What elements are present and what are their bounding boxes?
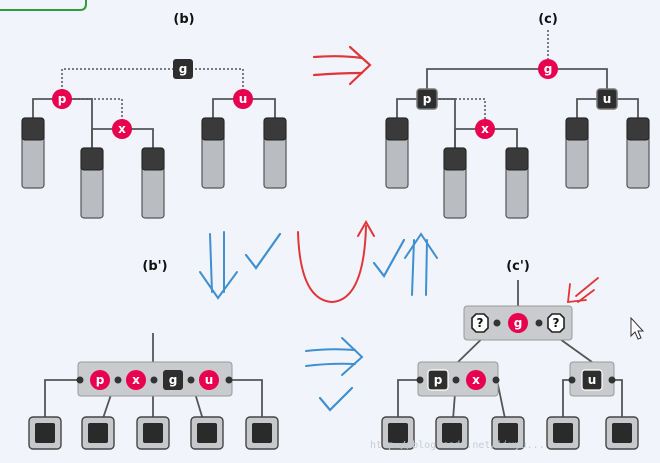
blue-arrow-icon (404, 232, 438, 296)
node-x-label: x (132, 373, 140, 387)
node-p-label: p (423, 92, 432, 106)
node-u-black (596, 88, 618, 110)
node-g-label: g (179, 62, 188, 76)
unknown-node-label: ? (553, 316, 560, 330)
subtree (385, 117, 409, 189)
node-u-black (581, 369, 603, 391)
subtree (21, 117, 45, 189)
leaf-node (136, 416, 170, 450)
node-p-red (52, 89, 72, 109)
corner-frame (0, 0, 87, 11)
node-u-red (233, 89, 253, 109)
node-p-red (90, 370, 110, 390)
node-u-label: u (603, 92, 612, 106)
check-mark-icon (318, 386, 354, 412)
subtree (141, 147, 165, 219)
subtree (626, 117, 650, 189)
red-arrow-icon (312, 45, 372, 86)
node-g-label: g (514, 316, 523, 330)
panel-c-prime: (c') ? g ? p x (381, 259, 639, 450)
node-x-red (475, 119, 495, 139)
check-mark-icon (372, 238, 406, 278)
node-g-red (538, 59, 558, 79)
leaf-node (546, 416, 580, 450)
unknown-node-label: ? (477, 316, 484, 330)
unknown-node-icon (547, 313, 565, 333)
mouse-cursor-icon (630, 316, 645, 340)
subtree (201, 117, 225, 189)
leaf-node (81, 416, 115, 450)
node-x-label: x (472, 373, 480, 387)
leaf-node (190, 416, 224, 450)
label-c-prime: (c') (506, 259, 530, 274)
panel-c: (c) g p u x (385, 12, 650, 219)
subtree (263, 117, 287, 189)
check-mark-icon (244, 232, 282, 270)
node-x-label: x (481, 122, 489, 136)
subtree (505, 147, 529, 219)
node-x-red (126, 370, 146, 390)
subtree (443, 147, 467, 219)
unknown-node-icon (471, 313, 489, 333)
node-u-label: u (588, 373, 597, 387)
subtree (80, 147, 104, 219)
panel-b: (b) g p u x (21, 12, 287, 219)
node-u-label: u (205, 373, 214, 387)
node-g-red (508, 313, 528, 333)
red-arrow-icon (297, 219, 375, 304)
watermark: http://blog.csdn.net/liuyu... (370, 440, 545, 451)
node-x-red (112, 119, 132, 139)
label-b-prime: (b') (142, 259, 167, 274)
node-p-label: p (96, 373, 105, 387)
node-g-label: g (169, 373, 178, 387)
node-g-black (163, 370, 183, 390)
leaf-node (245, 416, 279, 450)
node-u-label: u (239, 92, 248, 106)
node-u-red (199, 370, 219, 390)
blue-arrow-icon (199, 231, 238, 300)
red-arrow-icon (566, 277, 599, 304)
subtree (565, 117, 589, 189)
node-p-label: p (434, 373, 443, 387)
node-g-label: g (544, 62, 553, 76)
node-x-label: x (118, 122, 126, 136)
blue-arrow-icon (305, 337, 364, 376)
node-g-black (173, 59, 193, 79)
panel-b-prime: (b') p x g u (28, 259, 279, 450)
node-p-black (416, 88, 438, 110)
node-p-label: p (58, 92, 67, 106)
node-p-black (427, 369, 449, 391)
node-x-red (466, 370, 486, 390)
leaf-node (605, 416, 639, 450)
label-b: (b) (173, 12, 194, 27)
leaf-node (28, 416, 62, 450)
label-c: (c) (538, 12, 558, 27)
